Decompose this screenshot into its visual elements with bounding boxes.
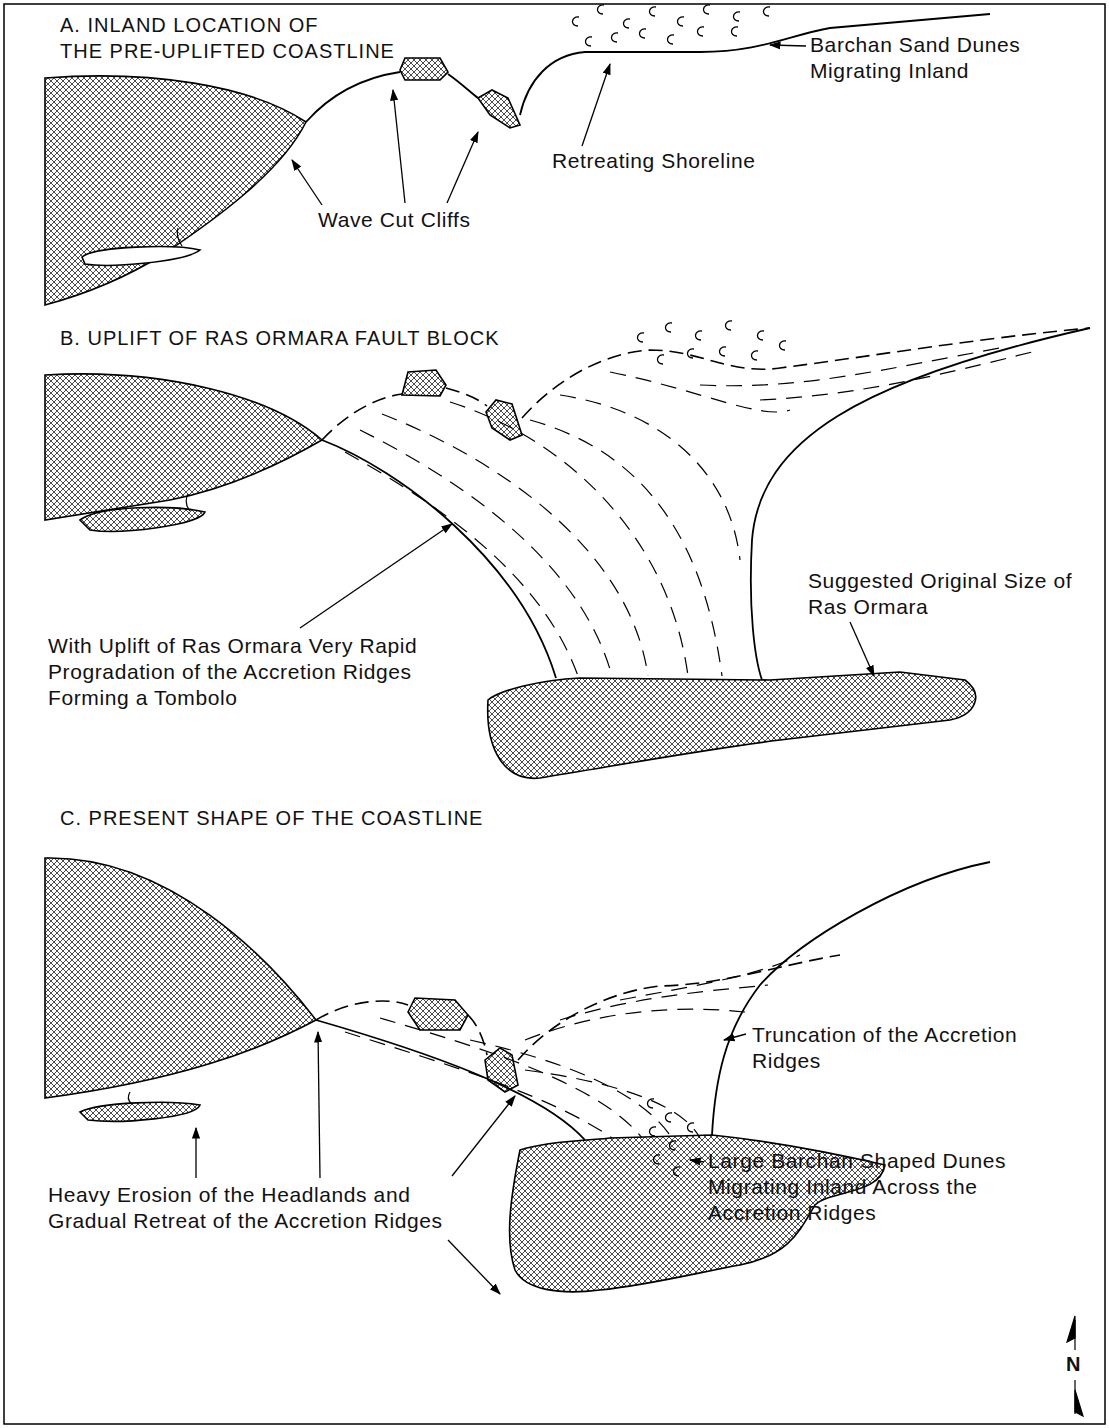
- dune-mark: [665, 323, 672, 332]
- dune-mark: [757, 331, 764, 340]
- leader-arrow: [724, 1034, 746, 1040]
- leader-arrow: [447, 132, 478, 203]
- leader-arrow: [195, 1128, 196, 1178]
- dune-mark: [669, 1141, 676, 1150]
- shorelines: [306, 14, 1090, 1140]
- annotation: Suggested Original Size of Ras Ormara: [808, 568, 1072, 620]
- leader-arrow: [393, 90, 405, 203]
- leader-arrow: [690, 1160, 704, 1162]
- leader-arrow: [582, 64, 610, 146]
- panel-heading: B. UPLIFT OF RAS ORMARA FAULT BLOCK: [60, 325, 500, 351]
- label-box: B. UPLIFT OF RAS ORMARA FAULT BLOCK: [60, 325, 500, 351]
- frame: [4, 4, 1105, 1424]
- dune-mark: [572, 17, 579, 26]
- dune-mark: [667, 35, 674, 44]
- annotation: Retreating Shoreline: [552, 148, 755, 174]
- label-box: Wave Cut Cliffs: [318, 207, 471, 233]
- leader-arrow: [448, 1240, 500, 1294]
- label-box: Truncation of the Accretion Ridges: [752, 1022, 1017, 1074]
- label-box: C. PRESENT SHAPE OF THE COASTLINE: [60, 805, 483, 831]
- panel-heading: C. PRESENT SHAPE OF THE COASTLINE: [60, 805, 483, 831]
- former-shorelines: [316, 328, 1090, 1060]
- label-box: A. INLAND LOCATION OF THE PRE-UPLIFTED C…: [60, 12, 395, 64]
- dune-mark: [677, 17, 684, 26]
- label-box: Retreating Shoreline: [552, 148, 755, 174]
- dune-mark: [611, 33, 618, 42]
- dune-mark: [687, 349, 694, 358]
- dune-mark: [779, 341, 786, 350]
- leader-arrow: [770, 45, 806, 46]
- dune-mark: [653, 1155, 660, 1164]
- annotation: Truncation of the Accretion Ridges: [752, 1022, 1017, 1074]
- leader-arrow: [292, 160, 322, 205]
- leader-arrow: [318, 1032, 320, 1178]
- dune-mark: [623, 19, 630, 28]
- panel-heading: A. INLAND LOCATION OF THE PRE-UPLIFTED C…: [60, 12, 395, 64]
- dune-mark: [649, 1127, 656, 1136]
- label-box: Barchan Sand Dunes Migrating Inland: [810, 32, 1020, 84]
- north-arrow: [1067, 1316, 1083, 1416]
- dune-mark: [687, 1123, 694, 1132]
- annotation: With Uplift of Ras Ormara Very Rapid Pro…: [48, 633, 417, 711]
- leader-arrow: [452, 1096, 515, 1176]
- dune-mark: [665, 1113, 672, 1122]
- annotation: Wave Cut Cliffs: [318, 207, 471, 233]
- dune-mark: [585, 37, 592, 46]
- dune-mark: [733, 12, 740, 21]
- dune-mark: [673, 1167, 680, 1176]
- dune-mark: [725, 321, 732, 330]
- small-islands: [80, 247, 205, 1122]
- dune-mark: [597, 5, 604, 14]
- dune-mark: [639, 29, 646, 38]
- annotation: Barchan Sand Dunes Migrating Inland: [810, 32, 1020, 84]
- barchan-dunes: [572, 5, 786, 1176]
- leader-arrow: [850, 622, 874, 676]
- label-box: Suggested Original Size of Ras Ormara: [808, 568, 1072, 620]
- north-label: N: [1064, 1351, 1083, 1377]
- annotation: Large Barchan Shaped Dunes Migrating Inl…: [708, 1148, 1006, 1226]
- dune-mark: [649, 7, 656, 16]
- dune-mark: [731, 27, 738, 36]
- dune-mark: [703, 5, 710, 14]
- annotation: Heavy Erosion of the Headlands and Gradu…: [48, 1182, 443, 1234]
- land-masses: [45, 58, 976, 1292]
- dune-mark: [657, 355, 664, 364]
- label-box: Large Barchan Shaped Dunes Migrating Inl…: [708, 1148, 1006, 1226]
- dune-mark: [697, 27, 704, 36]
- label-box: With Uplift of Ras Ormara Very Rapid Pro…: [48, 633, 417, 711]
- label-box: N: [1064, 1351, 1083, 1377]
- dune-mark: [751, 351, 758, 360]
- accretion-ridges: [345, 348, 1040, 1138]
- dune-mark: [719, 347, 726, 356]
- leader-arrow: [300, 524, 452, 628]
- dune-mark: [763, 7, 770, 16]
- dune-mark: [637, 333, 644, 342]
- dune-mark: [695, 331, 702, 340]
- dune-mark: [647, 1099, 654, 1108]
- label-box: Heavy Erosion of the Headlands and Gradu…: [48, 1182, 443, 1234]
